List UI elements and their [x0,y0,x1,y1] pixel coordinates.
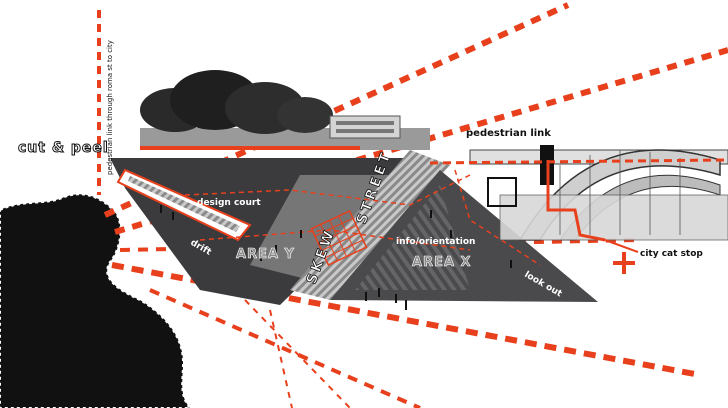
plus-icon [613,252,635,274]
city-cat-stop-label: city cat stop [640,249,703,259]
pedestrian-link-label: pedestrian link [466,128,551,139]
city-cat-pointer [604,239,639,253]
pedestrian-link-line [429,158,728,242]
area-x-stripes [355,185,470,290]
landmass-blob [0,193,192,408]
vertical-note: pedestrian link through roma st to city [106,40,114,175]
area-x-label: AREA X [412,255,472,270]
red-grid-patch [310,210,368,266]
info-orientation-label: info/orientation [396,237,475,247]
circulation-paths [184,169,541,266]
cut-and-peel-label: cut & peel [18,140,109,156]
bridge-icon [469,145,728,241]
skew-street [290,150,450,300]
red-underline-bar [140,146,360,150]
tree-icon [140,70,430,150]
red-grid-lines [314,215,364,261]
area-y-label: AREA Y [236,247,295,262]
design-court-band [116,168,252,242]
design-court-label: design court [197,198,261,208]
person-icon [160,205,512,310]
